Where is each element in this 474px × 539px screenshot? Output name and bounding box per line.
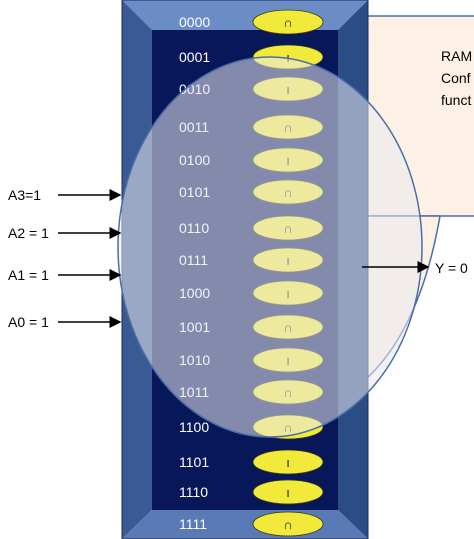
input-label: A1 = 1: [8, 267, 49, 283]
memory-cell: [252, 479, 324, 505]
input-label: A2 = 1: [8, 225, 49, 241]
highlight-overlay: [117, 56, 423, 438]
input-signal: A3=1: [8, 187, 122, 203]
memory-row: 0000 ∩: [179, 9, 324, 35]
memory-row: 1110 ı: [179, 479, 324, 505]
input-signals: A3=1 A2 = 1 A1 = 1 A0 = 1: [8, 187, 122, 330]
cell-bit-glyph: ı: [286, 50, 290, 65]
input-signal: A0 = 1: [8, 314, 122, 330]
memory-cell: [252, 449, 324, 475]
callout-line-1: RAM: [441, 48, 473, 64]
callout-line-2: Conf: [441, 70, 471, 86]
memory-row: 1111 ∩: [179, 511, 324, 537]
row-address: 1111: [179, 516, 207, 532]
device-bevel-top: [122, 0, 368, 30]
row-address: 1101: [179, 454, 209, 470]
cell-bit-glyph: ∩: [283, 15, 292, 30]
cell-bit-glyph: ∩: [283, 517, 292, 532]
device-bevel-bottom: [122, 510, 368, 539]
memory-cell: [252, 511, 324, 537]
row-address: 0000: [179, 14, 210, 30]
input-label: A0 = 1: [8, 314, 49, 330]
input-signal: A2 = 1: [8, 225, 122, 241]
output-label: Y = 0: [435, 260, 468, 276]
cell-bit-glyph: ı: [286, 485, 290, 500]
memory-row: 1101 ı: [179, 449, 324, 475]
callout-line-3: funct: [441, 92, 472, 108]
row-address: 1100: [179, 419, 209, 435]
input-label: A3=1: [8, 187, 41, 203]
row-address: 1110: [179, 484, 208, 500]
memory-cell: [252, 9, 324, 35]
input-signal: A1 = 1: [8, 267, 122, 283]
cell-bit-glyph: ı: [286, 455, 290, 470]
output-signal: Y = 0: [362, 260, 468, 276]
row-address: 0001: [179, 49, 210, 65]
